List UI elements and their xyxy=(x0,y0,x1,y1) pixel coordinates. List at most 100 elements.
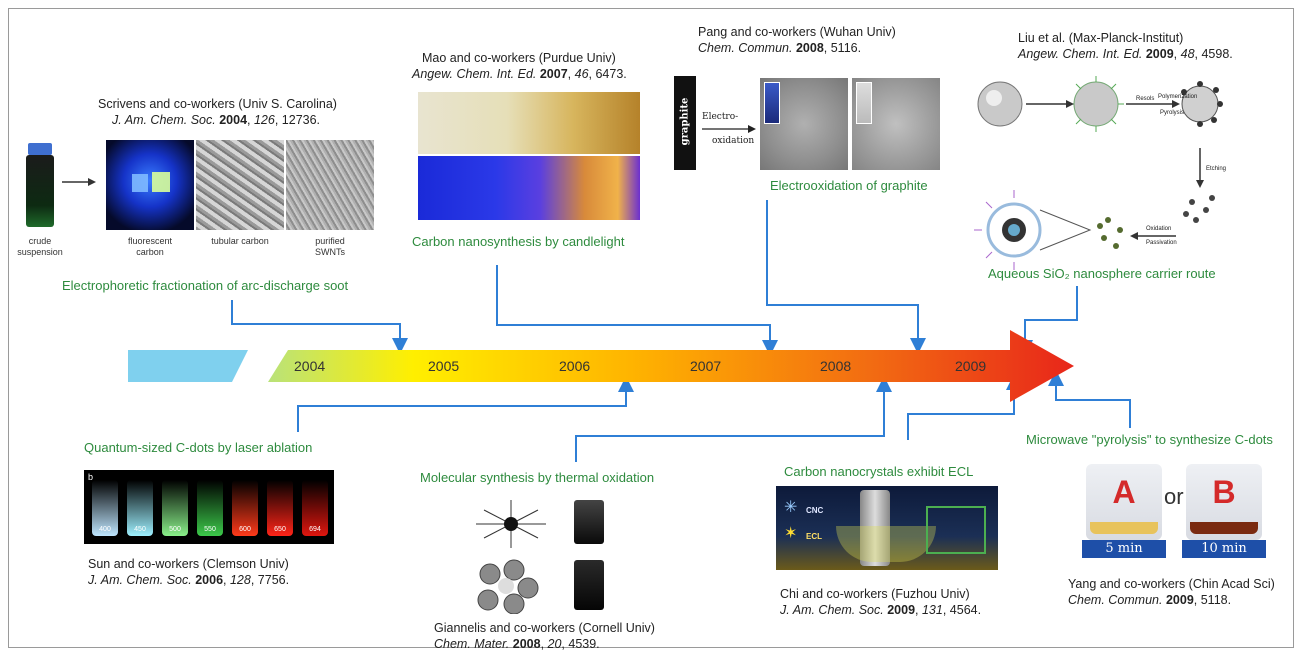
graphite-label: graphite xyxy=(679,97,691,146)
oxidation-label: oxidation xyxy=(712,136,755,146)
giannelis-pages: 4539. xyxy=(568,637,600,651)
time-badge-5min: 5 min xyxy=(1082,540,1166,558)
timeline-start-parallelogram xyxy=(128,350,248,382)
scrivens-citation: Scrivens and co-workers (Univ S. Carolin… xyxy=(98,97,337,127)
wavelength-label: 550 xyxy=(204,526,216,533)
chi-journal: J. Am. Chem. Soc. xyxy=(780,603,884,617)
sun-volume: 128 xyxy=(229,573,251,587)
label-purified-swnts: purified SWNTs xyxy=(315,236,345,257)
crude-suspension-vial-image xyxy=(22,143,58,229)
liu-pages: 4598. xyxy=(1201,47,1233,61)
wavelength-label: 400 xyxy=(99,526,111,533)
label-tubular-carbon: tubular carbon xyxy=(211,236,269,246)
connector-sun xyxy=(297,376,634,432)
liu-label-passivation: Passivation xyxy=(1146,240,1177,246)
chi-authors: Chi and co-workers (Fuzhou Univ) xyxy=(780,587,970,601)
connector-mao xyxy=(496,265,778,356)
mao-volume: 46 xyxy=(574,67,589,81)
liu-journal: Angew. Chem. Int. Ed. xyxy=(1018,47,1143,61)
scrivens-journal: J. Am. Chem. Soc. xyxy=(112,113,216,127)
liu-label-etching: Etching xyxy=(1206,166,1227,172)
liu-topic: Aqueous SiO₂ nanosphere carrier route xyxy=(988,266,1216,281)
timeline-arrow-body xyxy=(268,330,1074,402)
snowflake-icon: ✳ xyxy=(784,499,798,516)
scrivens-topic: Electrophoretic fractionation of arc-dis… xyxy=(62,278,349,293)
sun-pages: 7756. xyxy=(257,573,290,587)
chi-volume: 131 xyxy=(921,603,943,617)
label-crude-suspension: crude suspension xyxy=(17,236,63,257)
liu-label-oxidation: Oxidation xyxy=(1146,226,1172,232)
chi-citation: Chi and co-workers (Fuzhou Univ) J. Am. … xyxy=(780,587,982,617)
molecular-precursor-diagram xyxy=(476,500,546,548)
pang-tem-image-1 xyxy=(760,78,848,170)
sun-year: 2006 xyxy=(195,573,224,587)
pang-topic: Electrooxidation of graphite xyxy=(770,178,928,193)
label-fluorescent-carbon: fluorescent carbon xyxy=(127,236,173,257)
mao-journal: Angew. Chem. Int. Ed. xyxy=(412,67,537,81)
liu-label-polymerization: Polymerization xyxy=(1158,94,1198,100)
liu-citation: Liu et al. (Max-Planck-Institut) Angew. … xyxy=(1018,31,1233,61)
scrivens-pages: 12736. xyxy=(281,113,321,127)
liu-authors: Liu et al. (Max-Planck-Institut) xyxy=(1018,31,1184,45)
pang-authors: Pang and co-workers (Wuhan Univ) xyxy=(698,25,896,39)
chi-year: 2009 xyxy=(887,603,916,617)
yang-citation: Yang and co-workers (Chin Acad Sci) Chem… xyxy=(1068,577,1275,607)
giannelis-year: 2008 xyxy=(512,637,541,651)
year-label-2005: 2005 xyxy=(428,358,460,374)
pang-pages: 5116. xyxy=(830,41,862,55)
connector-pang xyxy=(766,200,926,354)
sun-cdots-vials-image: b 400 450 500 550 600 650 694 xyxy=(84,470,334,544)
connector-liu xyxy=(1017,286,1078,356)
sun-panel-letter: b xyxy=(88,472,94,482)
fluorescent-carbon-image xyxy=(106,140,194,230)
chi-label-ecl: ECL xyxy=(806,532,822,541)
giannelis-journal: Chem. Mater. xyxy=(434,637,510,651)
yang-year: 2009 xyxy=(1165,593,1194,607)
year-label-2009: 2009 xyxy=(955,358,987,374)
giannelis-volume: 20 xyxy=(547,637,562,651)
sun-journal: J. Am. Chem. Soc. xyxy=(88,573,192,587)
time-badge-10min: 10 min xyxy=(1182,540,1266,558)
wavelength-label: 450 xyxy=(134,526,146,533)
yang-authors: Yang and co-workers (Chin Acad Sci) xyxy=(1068,577,1275,591)
giannelis-topic: Molecular synthesis by thermal oxidation xyxy=(420,470,655,485)
scrivens-volume: 126 xyxy=(253,113,275,127)
year-label-2008: 2008 xyxy=(820,358,852,374)
year-label-2007: 2007 xyxy=(690,358,722,374)
yang-pages: 5118. xyxy=(1200,593,1232,607)
liu-label-resols: Resols xyxy=(1136,96,1155,102)
purified-swnts-image xyxy=(286,140,374,230)
yang-journal: Chem. Commun. xyxy=(1068,593,1163,607)
figure-frame xyxy=(8,8,1294,648)
pang-tem-image-2 xyxy=(852,78,940,170)
mao-citation: Mao and co-workers (Purdue Univ) Angew. … xyxy=(412,51,627,81)
beaker-b-image: B xyxy=(1186,464,1262,540)
pang-journal: Chem. Commun. xyxy=(698,41,793,55)
chi-topic: Carbon nanocrystals exhibit ECL xyxy=(784,464,974,479)
pang-citation: Pang and co-workers (Wuhan Univ) Chem. C… xyxy=(698,25,896,55)
beaker-b-letter: B xyxy=(1212,474,1236,510)
pang-year: 2008 xyxy=(795,41,824,55)
mao-year: 2007 xyxy=(539,67,568,81)
sun-authors: Sun and co-workers (Clemson Univ) xyxy=(88,557,289,571)
or-label: or xyxy=(1164,484,1184,509)
connector-yang xyxy=(1048,370,1131,428)
wavelength-label: 694 xyxy=(309,526,321,533)
year-label-2006: 2006 xyxy=(559,358,591,374)
giannelis-citation: Giannelis and co-workers (Cornell Univ) … xyxy=(434,621,655,651)
mao-authors: Mao and co-workers (Purdue Univ) xyxy=(422,51,616,65)
mao-pages: 6473. xyxy=(595,67,627,81)
black-powder-vial-image xyxy=(574,500,604,544)
graphite-bar: graphite xyxy=(674,76,696,170)
liu-year: 2009 xyxy=(1145,47,1174,61)
scrivens-authors: Scrivens and co-workers (Univ S. Carolin… xyxy=(98,97,337,111)
giannelis-authors: Giannelis and co-workers (Cornell Univ) xyxy=(434,621,655,635)
process-arrow-icon xyxy=(702,125,756,133)
sun-topic: Quantum-sized C-dots by laser ablation xyxy=(84,440,313,455)
year-label-2004: 2004 xyxy=(294,358,326,374)
tubular-carbon-image xyxy=(196,140,284,230)
cage-structure-diagram xyxy=(477,559,539,614)
sparkle-icon: ✶ xyxy=(784,525,798,542)
chi-ecl-cell-image: CNC ECL ✳ ✶ xyxy=(776,486,998,570)
